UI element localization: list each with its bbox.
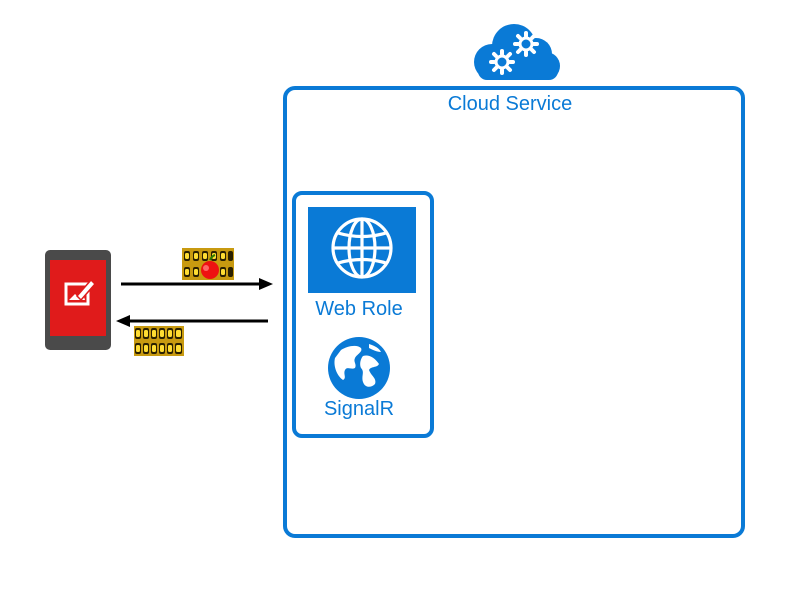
request-arrow [121,278,273,290]
image-packet-icon [134,326,184,356]
web-role-container [292,191,434,438]
cloud-service-label: Cloud Service [420,92,600,116]
web-role-tile [308,207,416,293]
earth-globe-icon [328,337,390,399]
cloud-service-container [283,86,745,538]
image-packet-with-apple-icon [182,248,234,280]
web-role-label: Web Role [315,298,403,320]
response-arrow [116,315,268,327]
cloud-gears-icon [474,24,560,80]
signalr-label: SignalR [323,398,395,420]
globe-grid-icon [331,217,393,279]
mobile-phone-draw-icon [45,250,111,350]
